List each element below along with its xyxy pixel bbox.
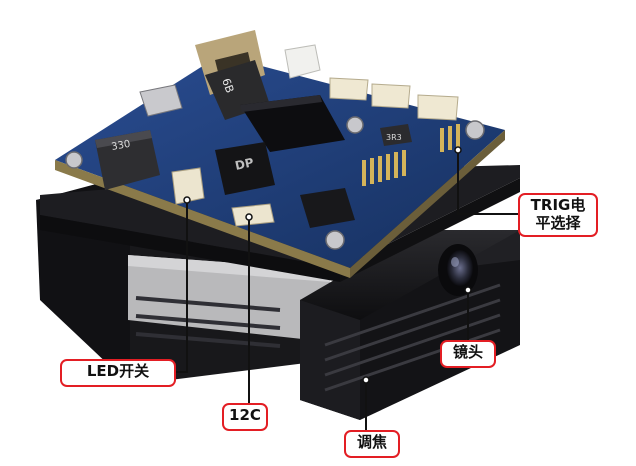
led-switch-label: LED开关 [86,362,150,380]
white-connector-top [284,44,321,79]
trig-label-line2: 平选择 [535,214,581,232]
usb-port [139,84,183,117]
i2c-callout: 12C [222,403,268,431]
qfp-ic [300,188,355,228]
lens-callout: 镜头 [440,340,496,368]
led-switch-callout: LED开关 [60,359,176,387]
focus-label: 调焦 [356,433,387,451]
i2c-label: 12C [229,406,261,424]
power-module-label: 6B [219,77,236,95]
leader-dots [183,146,472,384]
dp-chip-label: DP [234,155,255,173]
i2c-connector [231,203,275,227]
power-inductor: 330 [95,130,160,190]
led-switch [171,167,205,205]
focus-callout: 调焦 [344,430,400,458]
inductor-label: 330 [111,139,132,153]
trig-level-select-callout: TRIG电 平选择 [518,193,598,237]
small-module: 3R3 [380,124,412,146]
jst-connector-row [329,77,459,121]
mounting-screws [65,116,485,250]
chip-heatsink [240,95,345,152]
lens-label: 镜头 [452,343,483,361]
dp-chip: DP [215,142,275,195]
small-module-label: 3R3 [386,133,402,142]
lens-barrel [438,244,478,296]
pin-headers [362,124,460,186]
trig-label-line1: TRIG电 [530,196,586,214]
